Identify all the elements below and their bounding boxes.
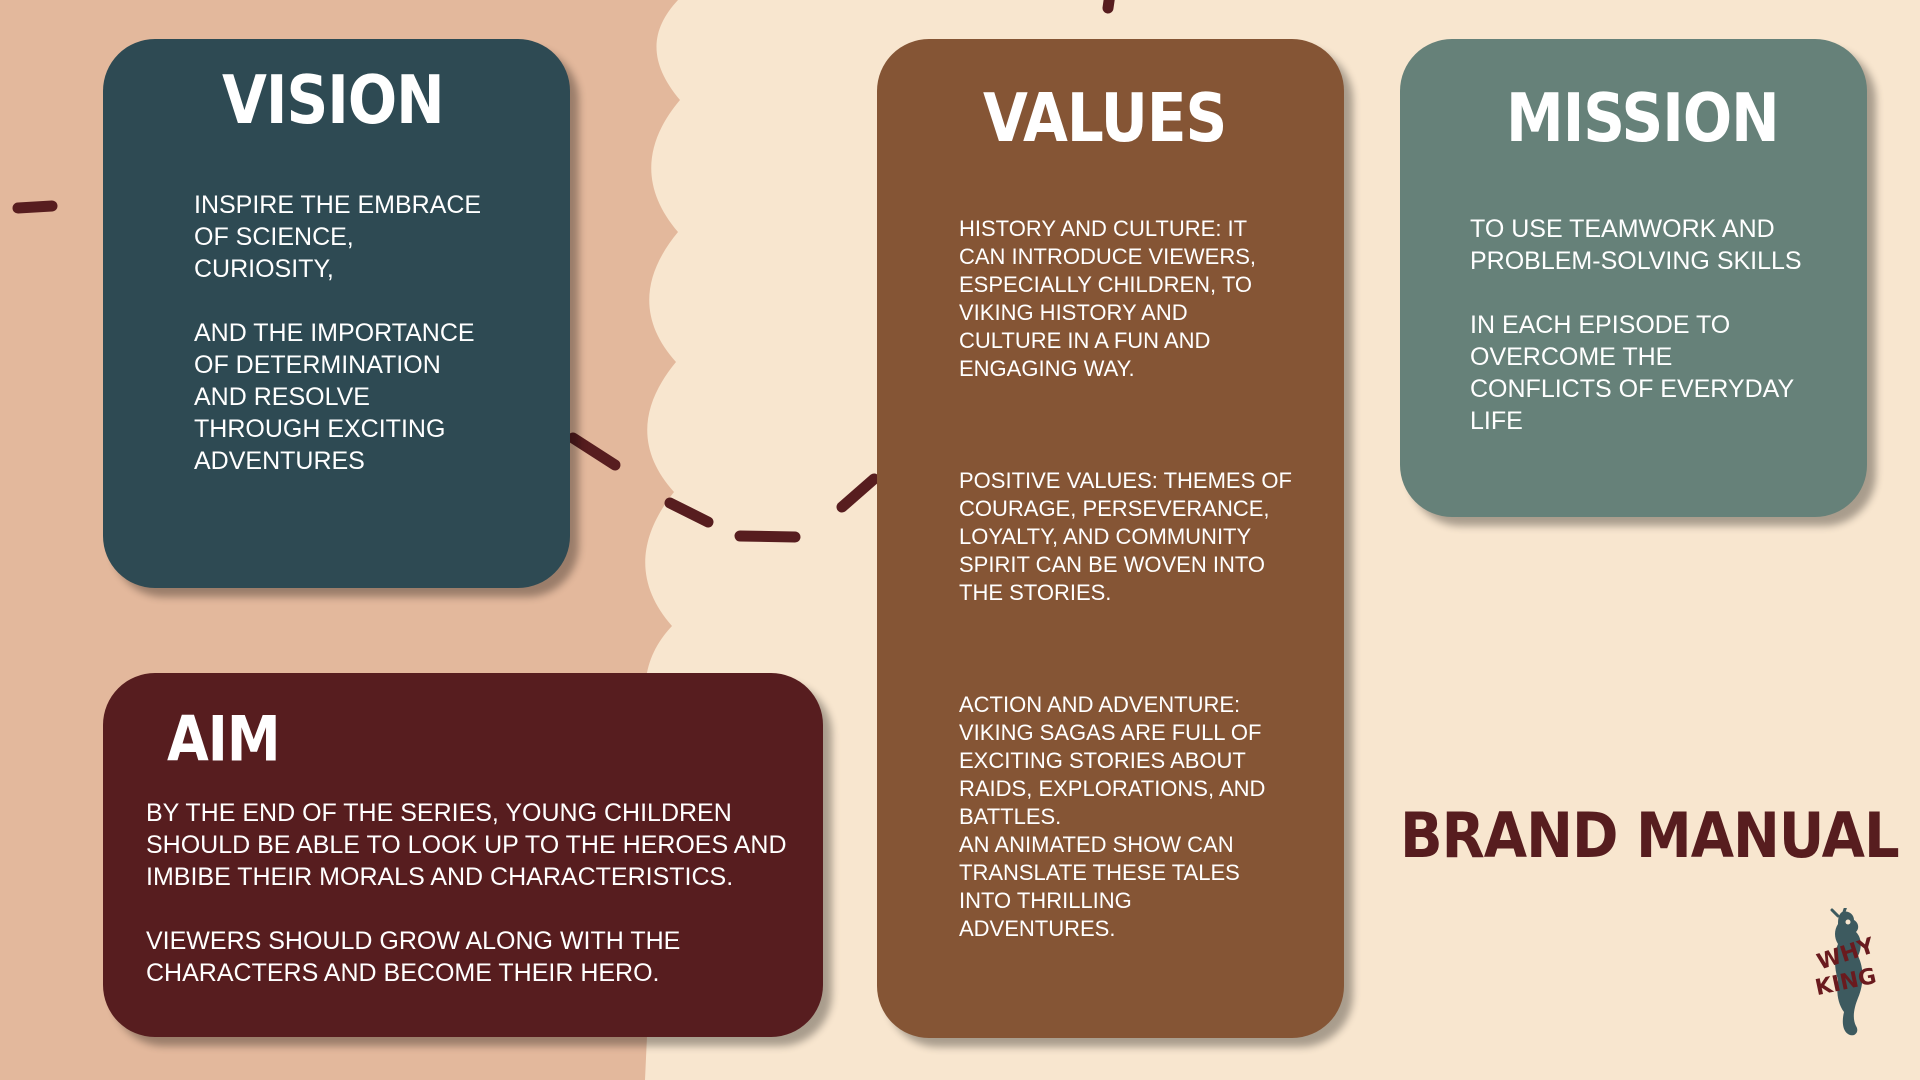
mission-title: MISSION	[1506, 79, 1780, 158]
dash-segment	[1102, 0, 1115, 14]
mission-text: TO USE TEAMWORK AND PROBLEM-SOLVING SKIL…	[1470, 215, 1802, 435]
aim-text: BY THE END OF THE SERIES, YOUNG CHILDREN…	[146, 799, 787, 987]
seahorse-viking-icon	[1830, 908, 1863, 1036]
brand-manual-heading: BRAND MANUAL	[1400, 800, 1900, 873]
aim-card: AIM BY THE END OF THE SERIES, YOUNG CHIL…	[103, 673, 823, 1037]
values-title: VALUES	[983, 79, 1227, 158]
dash-segment	[664, 497, 714, 528]
whyking-logo: WHY KING	[1808, 908, 1880, 1040]
dashed-path	[12, 0, 1115, 543]
values-action-adventure-text: ACTION AND ADVENTURE: VIKING SAGAS ARE F…	[959, 692, 1266, 941]
dash-segment	[12, 200, 58, 214]
vision-title: VISION	[222, 61, 445, 140]
dash-segment	[836, 473, 880, 513]
logo-wordmark: WHY KING	[1812, 934, 1880, 1002]
values-positive-values-text: POSITIVE VALUES: THEMES OF COURAGE, PERS…	[959, 468, 1292, 605]
vision-text: INSPIRE THE EMBRACE OF SCIENCE, CURIOSIT…	[194, 191, 482, 475]
values-card: VALUES HISTORY AND CULTURE: IT CAN INTRO…	[877, 39, 1344, 1038]
mission-card: MISSION TO USE TEAMWORK AND PROBLEM-SOLV…	[1400, 39, 1867, 517]
values-history-culture-text: HISTORY AND CULTURE: IT CAN INTRODUCE VI…	[959, 216, 1257, 381]
dash-segment	[567, 432, 621, 471]
dash-segment	[734, 530, 801, 543]
aim-title: AIM	[167, 703, 281, 776]
vision-card: VISION INSPIRE THE EMBRACE OF SCIENCE, C…	[103, 39, 570, 588]
